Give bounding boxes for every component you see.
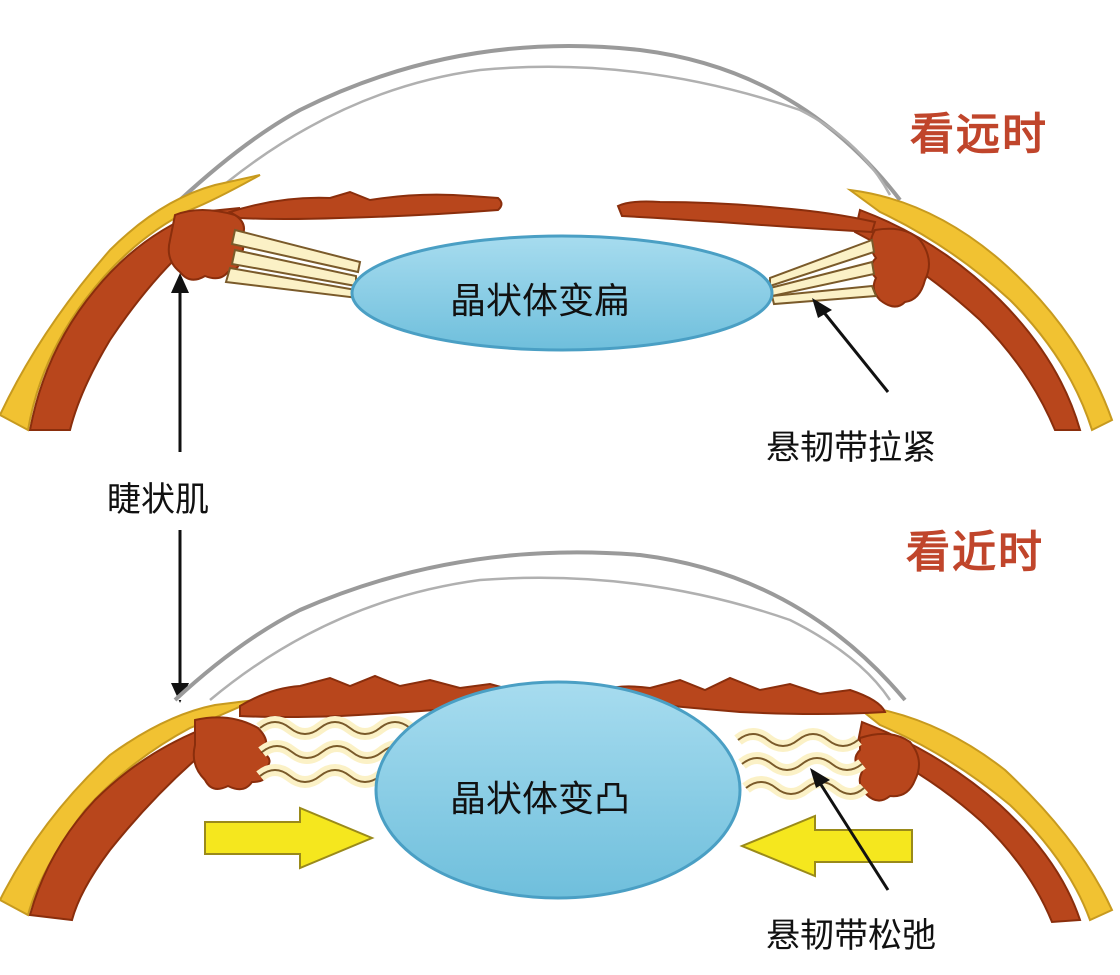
cornea-far: [178, 44, 902, 202]
iris-left-far: [227, 190, 503, 220]
ligament-relaxed-label: 悬韧带松弛: [762, 906, 940, 959]
near-vision-title: 看近时: [906, 527, 1044, 578]
ciliary-muscle-right-far: [869, 227, 930, 308]
ciliary-muscle-left-near: [192, 716, 271, 791]
ligament-tight-label: 悬韧带拉紧: [762, 418, 940, 471]
sclera-left-far: [0, 174, 261, 432]
ciliary-muscle-label: 睫状肌: [103, 470, 213, 523]
lens-flat-label: 晶状体变扁: [450, 281, 631, 322]
near-vision-panel: [0, 550, 1114, 924]
push-arrow-right: [739, 814, 913, 878]
push-arrow-left: [204, 806, 375, 870]
ligament-relaxed-pointer: [810, 768, 890, 891]
far-vision-title: 看远时: [910, 109, 1048, 160]
iris-right-far: [616, 200, 877, 234]
lens-flat: [350, 234, 774, 352]
sclera-right-far: [846, 188, 1114, 432]
lens-convex-label: 晶状体变凸: [450, 779, 631, 820]
ligament-tight-pointer: [812, 298, 890, 393]
sclera-right-near: [851, 703, 1114, 922]
lens-convex: [374, 680, 742, 900]
ciliary-muscle-right-near: [854, 732, 920, 802]
far-vision-panel: [0, 44, 1114, 432]
iris-right-near: [604, 676, 887, 715]
cornea-near: [173, 550, 907, 702]
